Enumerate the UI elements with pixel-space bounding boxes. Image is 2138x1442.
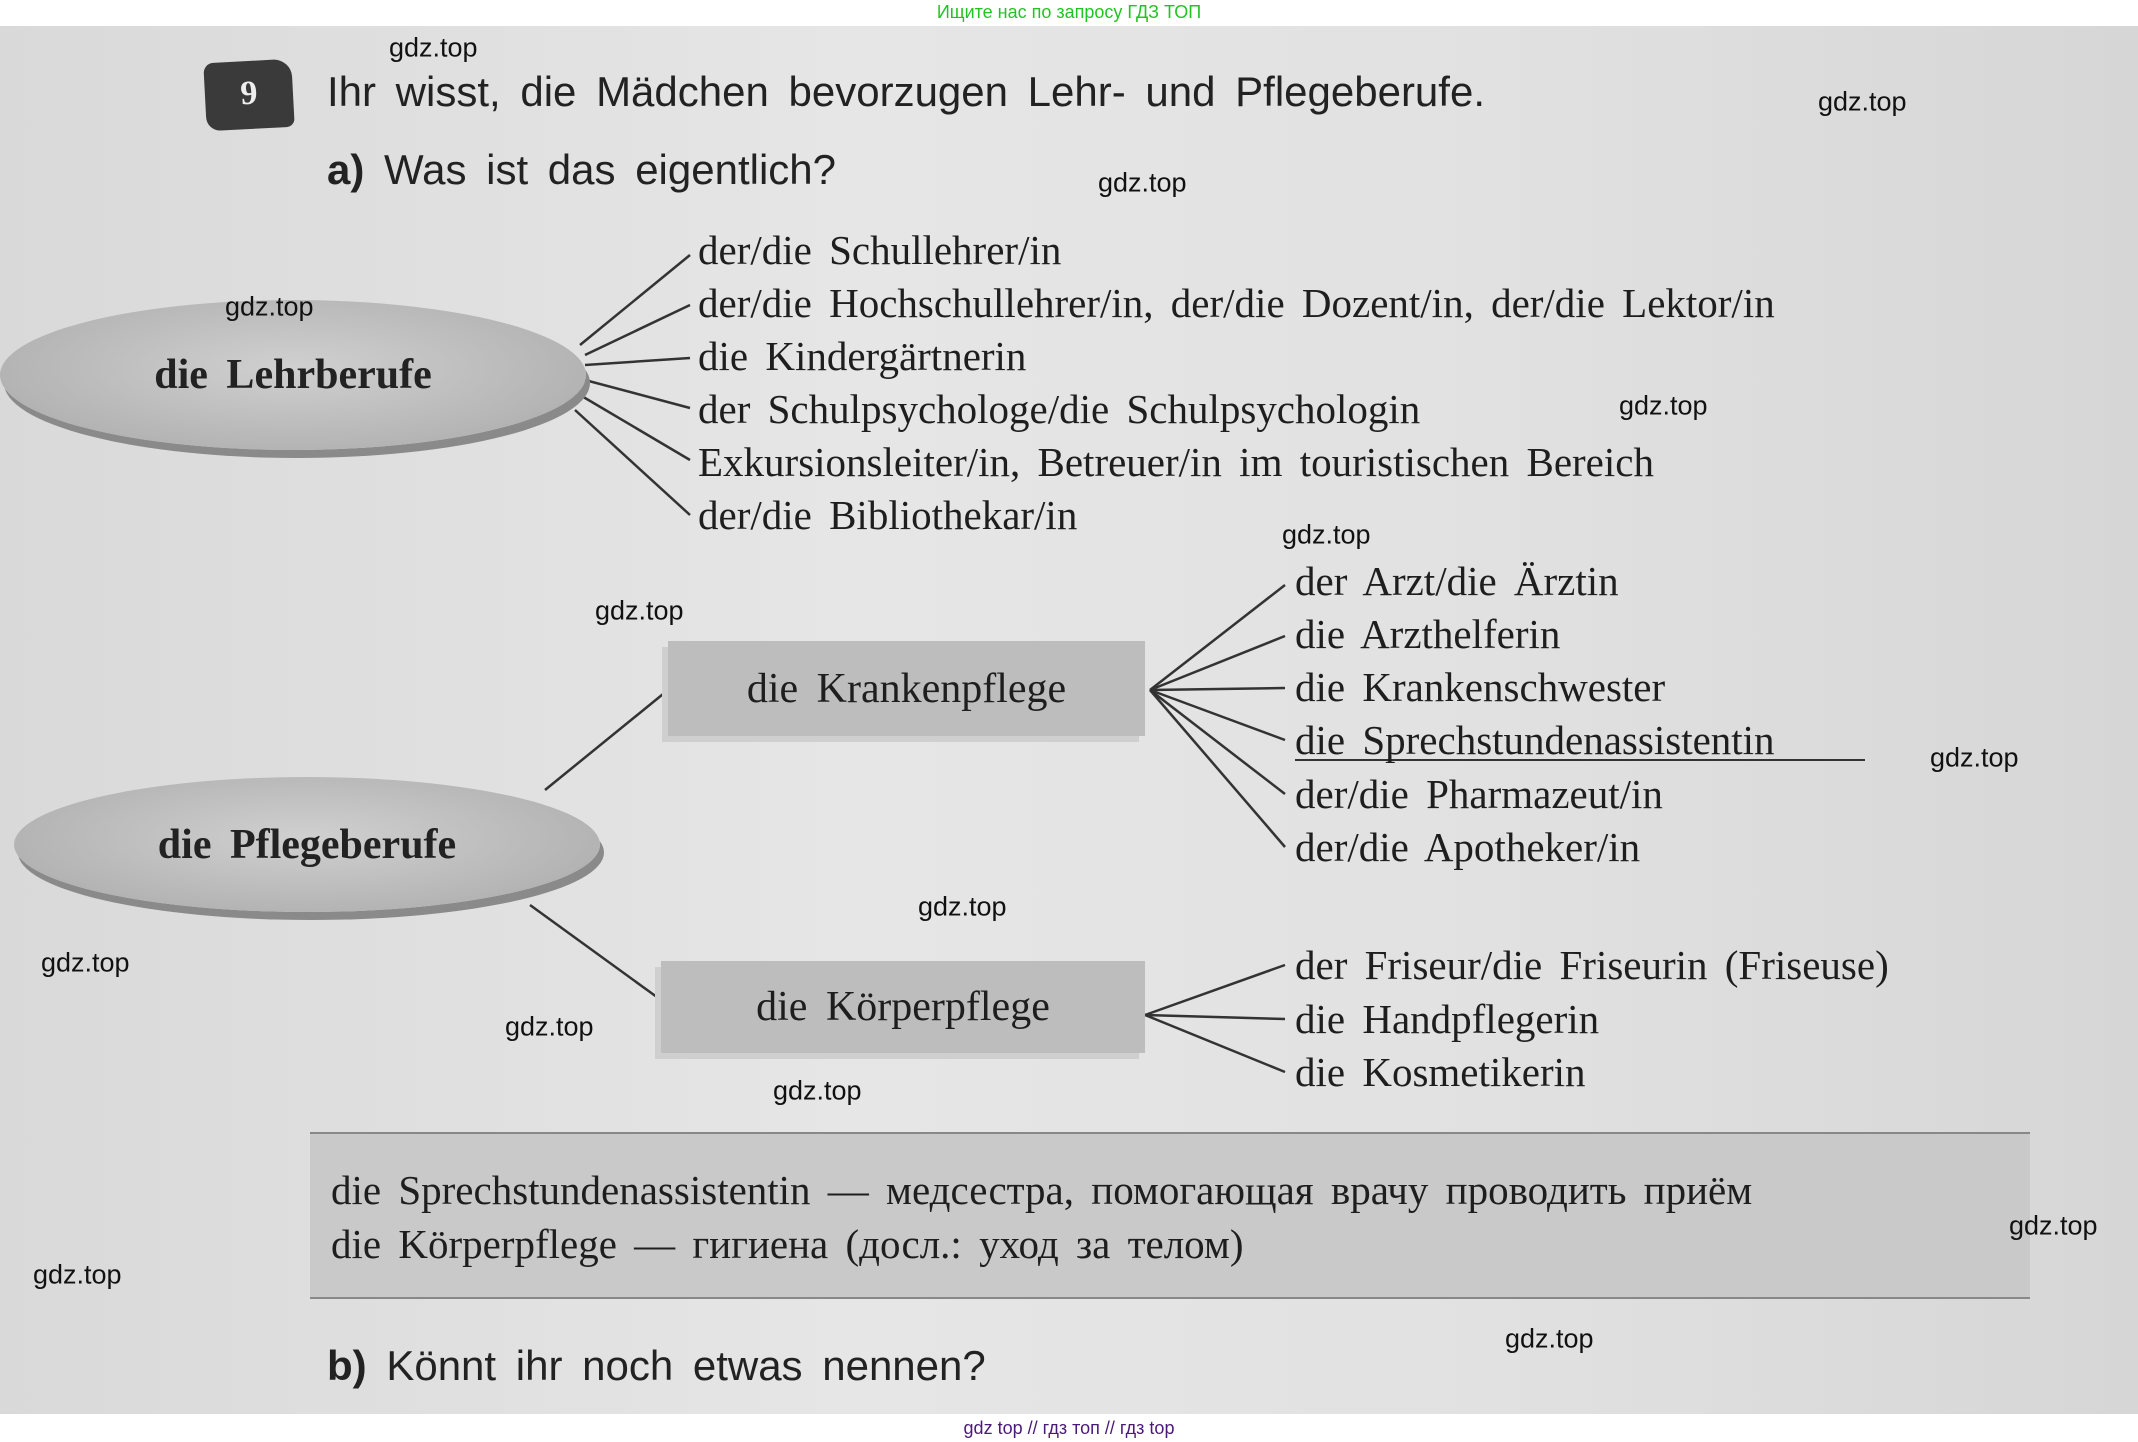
part-a-text: Was ist das eigentlich? xyxy=(384,146,837,193)
lehrberufe-item: der/die Bibliothekar/in xyxy=(698,492,1078,538)
watermark: gdz.top xyxy=(33,1259,122,1290)
watermark: gdz.top xyxy=(1098,167,1187,198)
lehrberufe-label: die Lehrberufe xyxy=(154,352,432,398)
krankenpflege-item: die Sprechstundenassistentin xyxy=(1295,717,1775,763)
part-a-label: a) xyxy=(327,146,365,193)
part-a-heading: a) Was ist das eigentlich? xyxy=(327,146,836,194)
pflegeberufe-ellipse: die Pflegeberufe xyxy=(14,777,600,912)
search-banner[interactable]: Ищите нас по запросу ГДЗ ТОП xyxy=(936,2,1202,22)
lehrberufe-ellipse: die Lehrberufe xyxy=(0,300,586,450)
krankenpflege-item: die Krankenschwester xyxy=(1295,664,1666,710)
exercise-title: Ihr wisst, die Mädchen bevorzugen Lehr- … xyxy=(327,68,1485,115)
koerperpflege-box: die Körperpflege xyxy=(661,961,1145,1053)
note-line: die Körperpflege — гигиена (досл.: уход … xyxy=(331,1221,1244,1267)
exercise-number-badge: 9 xyxy=(203,58,295,132)
watermark: gdz.top xyxy=(773,1075,862,1106)
lehrberufe-item: die Kindergärtnerin xyxy=(698,333,1027,379)
koerperpflege-item: die Kosmetikerin xyxy=(1295,1049,1586,1095)
watermark: gdz.top xyxy=(2009,1210,2098,1241)
watermark: gdz.top xyxy=(595,595,684,626)
part-b-label: b) xyxy=(327,1342,367,1389)
krankenpflege-item: die Arzthelferin xyxy=(1295,611,1561,657)
watermark: gdz.top xyxy=(41,947,130,978)
watermark: gdz.top xyxy=(505,1011,594,1042)
koerperpflege-item: der Friseur/die Friseurin (Friseuse) xyxy=(1295,942,1889,988)
part-b-heading: b) Könnt ihr noch etwas nennen? xyxy=(327,1342,986,1390)
watermark: gdz.top xyxy=(225,291,314,322)
koerperpflege-label: die Körperpflege xyxy=(756,984,1050,1030)
krankenpflege-label: die Krankenpflege xyxy=(746,665,1067,712)
lehrberufe-item: der/die Schullehrer/in xyxy=(698,227,1062,273)
koerperpflege-item: die Handpflegerin xyxy=(1295,996,1600,1042)
lehrberufe-item: der/die Hochschullehrer/in, der/die Doze… xyxy=(698,280,1775,326)
watermark: gdz.top xyxy=(1619,390,1708,421)
krankenpflege-item: der/die Apotheker/in xyxy=(1295,824,1641,870)
lehrberufe-item: Exkursionsleiter/in, Betreuer/in im tour… xyxy=(698,439,1654,485)
part-b-text: Könnt ihr noch etwas nennen? xyxy=(386,1342,986,1389)
watermark: gdz.top xyxy=(1505,1323,1594,1354)
vocabulary-note xyxy=(310,1132,2030,1299)
watermark: gdz.top xyxy=(1818,86,1907,117)
pflegeberufe-label: die Pflegeberufe xyxy=(157,821,457,868)
krankenpflege-box: die Krankenpflege xyxy=(668,641,1145,736)
note-line: die Sprechstundenassistentin — медсестра… xyxy=(331,1167,1753,1213)
krankenpflege-item: der/die Pharmazeut/in xyxy=(1295,771,1663,817)
watermark: gdz.top xyxy=(389,32,478,63)
lehrberufe-item: der Schulpsychologe/die Schulpsychologin xyxy=(698,386,1421,432)
watermark: gdz.top xyxy=(918,891,1007,922)
watermark: gdz.top xyxy=(1930,742,2019,773)
watermark: gdz.top xyxy=(1282,519,1371,550)
footer-links[interactable]: gdz top // гдз топ // гдз top xyxy=(963,1418,1175,1438)
krankenpflege-item: der Arzt/die Ärztin xyxy=(1295,558,1619,604)
